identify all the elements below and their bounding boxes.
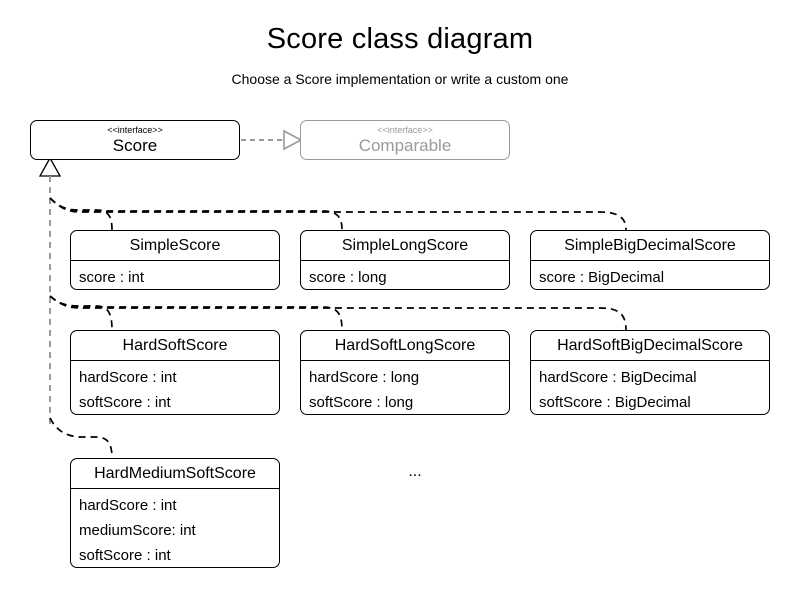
attribute-row: score : BigDecimal — [539, 269, 665, 286]
class-attributes: hardScore : BigDecimal softScore : BigDe… — [531, 361, 769, 414]
class-box-hard-soft-big-decimal-score[interactable]: HardSoftBigDecimalScore hardScore : BigD… — [530, 330, 770, 415]
inheritance-triangle-icon — [38, 156, 62, 177]
stereotype-label: <<interface>> — [377, 124, 433, 135]
class-title: SimpleBigDecimalScore — [531, 231, 769, 261]
class-attributes: hardScore : int mediumScore: int softSco… — [71, 489, 279, 567]
attribute-row: score : long — [309, 269, 387, 286]
class-box-hard-medium-soft-score[interactable]: HardMediumSoftScore hardScore : int medi… — [70, 458, 280, 568]
attribute-row: hardScore : BigDecimal — [539, 369, 697, 386]
attribute-row: score : int — [79, 269, 145, 286]
class-box-simple-long-score[interactable]: SimpleLongScore score : long — [300, 230, 510, 290]
attribute-row: hardScore : long — [309, 369, 420, 386]
interface-name: Score — [112, 135, 158, 155]
edge-score-to-comparable — [241, 129, 303, 151]
class-title: HardMediumSoftScore — [71, 459, 279, 489]
edge-hard-medium-soft-score — [49, 417, 113, 459]
attribute-row: softScore : int — [79, 394, 171, 411]
class-box-simple-big-decimal-score[interactable]: SimpleBigDecimalScore score : BigDecimal — [530, 230, 770, 290]
page-subtitle: Choose a Score implementation or write a… — [231, 71, 569, 87]
edge-hard-soft-big-decimal-score — [49, 295, 627, 331]
class-title: SimpleLongScore — [301, 231, 509, 261]
class-box-hard-soft-score[interactable]: HardSoftScore hardScore : int softScore … — [70, 330, 280, 415]
attribute-row: softScore : int — [79, 547, 171, 564]
interface-box-comparable[interactable]: <<interface>> Comparable — [300, 120, 510, 160]
class-box-hard-soft-long-score[interactable]: HardSoftLongScore hardScore : long softS… — [300, 330, 510, 415]
edge-simple-score — [49, 197, 113, 231]
class-box-simple-score[interactable]: SimpleScore score : int — [70, 230, 280, 290]
class-title: SimpleScore — [71, 231, 279, 261]
attribute-row: softScore : BigDecimal — [539, 394, 691, 411]
interface-box-score[interactable]: <<interface>> Score — [30, 120, 240, 160]
edge-simple-big-decimal-score — [49, 197, 627, 231]
attribute-row: hardScore : int — [79, 497, 177, 514]
attribute-row: mediumScore: int — [79, 522, 196, 539]
more-classes-ellipsis: ... — [408, 463, 422, 480]
page-title: Score class diagram — [266, 23, 534, 55]
interface-name: Comparable — [358, 135, 452, 155]
edge-hard-soft-long-score — [49, 295, 343, 331]
class-attributes: hardScore : long softScore : long — [301, 361, 509, 414]
attribute-row: hardScore : int — [79, 369, 177, 386]
class-title: HardSoftScore — [71, 331, 279, 361]
class-attributes: score : BigDecimal — [531, 261, 769, 289]
class-attributes: score : long — [301, 261, 509, 289]
edge-hard-soft-score — [49, 295, 113, 331]
stereotype-label: <<interface>> — [107, 124, 163, 135]
class-title: HardSoftLongScore — [301, 331, 509, 361]
class-title: HardSoftBigDecimalScore — [531, 331, 769, 361]
attribute-row: softScore : long — [309, 394, 414, 411]
edge-simple-long-score — [49, 197, 343, 231]
class-attributes: score : int — [71, 261, 279, 289]
class-attributes: hardScore : int softScore : int — [71, 361, 279, 414]
